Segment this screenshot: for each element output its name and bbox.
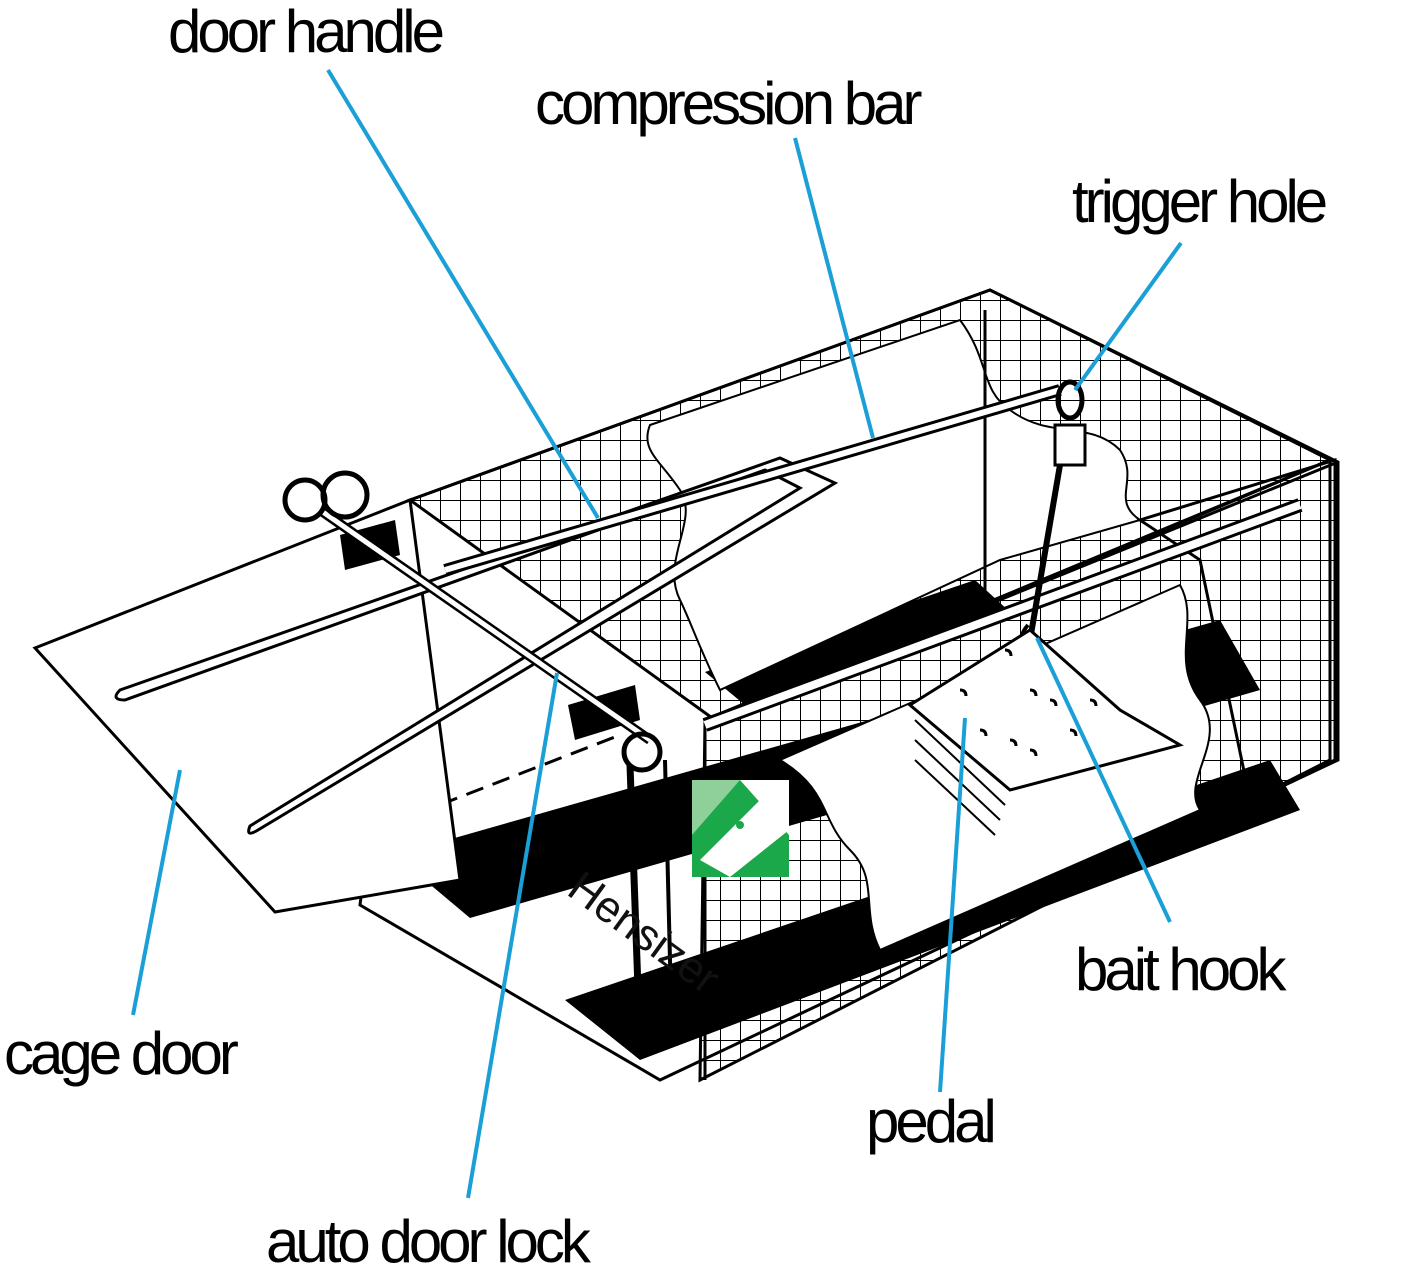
label-pedal: pedal: [866, 1088, 997, 1155]
leader-auto-door-lock: [466, 672, 559, 1199]
leader-cage-door: [131, 769, 182, 1016]
leader-trigger-hole: [1073, 241, 1183, 392]
label-door-handle: door handle: [168, 0, 445, 65]
leader-compression-bar: [793, 137, 875, 439]
trigger-assembly: [1020, 379, 1087, 647]
door-handle: [114, 384, 1062, 1047]
label-auto-door-lock: auto door lock: [266, 1208, 591, 1275]
label-compression-bar: compression bar: [535, 70, 923, 137]
label-trigger-hole: trigger hole: [1072, 168, 1328, 235]
leader-bait-hook: [1035, 637, 1172, 923]
label-cage-door: cage door: [4, 1020, 239, 1087]
kite-logo-icon: [692, 780, 789, 877]
label-bait-hook: bait hook: [1075, 936, 1287, 1003]
leader-door-handle: [326, 68, 600, 520]
leader-pedal: [938, 717, 967, 1093]
leader-lines: [131, 68, 1183, 1199]
pedal-plate: [907, 628, 1184, 836]
